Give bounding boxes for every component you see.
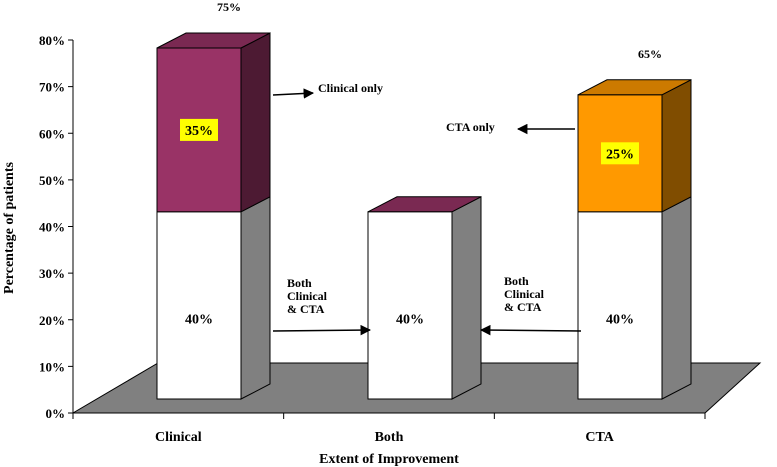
x-axis-ticks: Clinical Both CTA xyxy=(72,413,706,445)
y-tick-label: 30% xyxy=(39,266,65,281)
annotation-line: & CTA xyxy=(287,302,325,316)
bars: 40% 35% 75% 40% 40% 25% 65% xyxy=(156,0,692,400)
annotation-arrow xyxy=(479,324,582,336)
bar-segment-value-label: 40% xyxy=(606,313,634,328)
bar-segment-value-label: 25% xyxy=(606,147,634,162)
bar-total-label: 75% xyxy=(217,0,241,14)
bar-total-label: 65% xyxy=(638,47,662,61)
y-axis-title: Percentage of patients xyxy=(2,161,17,293)
annotation-line: CTA only xyxy=(446,120,495,134)
annotation-arrow xyxy=(272,324,372,336)
y-tick-label: 80% xyxy=(39,33,65,48)
x-category-label: CTA xyxy=(585,430,614,445)
annotation-arrow xyxy=(272,88,315,99)
bar-segment-front xyxy=(367,211,453,400)
x-category-label: Both xyxy=(375,430,404,445)
bar-both: 40% xyxy=(367,195,482,400)
label-highlight xyxy=(601,142,639,165)
y-axis-ticks: 0% 10% 20% 30% 40% 50% 60% 70% 80% xyxy=(39,33,73,421)
bar-segment-value-label: 40% xyxy=(396,313,424,328)
x-category-label: Clinical xyxy=(155,430,202,445)
bar-segment-side xyxy=(240,195,271,400)
annotation-line: Clinical only xyxy=(318,81,383,95)
annotation: Clinical only xyxy=(272,81,383,99)
bar-segment-side xyxy=(661,78,692,213)
annotation-line: & CTA xyxy=(504,300,542,314)
bar-segment-value-label: 40% xyxy=(185,313,213,328)
annotation-line: Clinical xyxy=(504,287,545,301)
y-tick-label: 70% xyxy=(39,80,65,95)
bar-top-face xyxy=(367,196,482,213)
bar-clinical: 40% 35% 75% xyxy=(156,0,271,400)
annotation: CTA only xyxy=(446,120,575,135)
bar-top-face xyxy=(577,79,692,96)
annotation-text: CTA only xyxy=(446,120,495,134)
bar-top-face xyxy=(156,32,271,49)
y-tick-label: 60% xyxy=(39,126,65,141)
y-tick-label: 10% xyxy=(39,359,65,374)
y-tick-label: 50% xyxy=(39,173,65,188)
annotation-line: Clinical xyxy=(287,289,328,303)
bar-segment-side xyxy=(240,32,271,213)
bar-segment-side xyxy=(661,195,692,400)
y-tick-label: 0% xyxy=(46,406,66,421)
bar-cta: 40% 25% 65% xyxy=(577,47,692,400)
bar-segment-side xyxy=(451,195,482,400)
annotation-line: Both xyxy=(504,274,529,288)
annotation-text: Clinical only xyxy=(318,81,383,95)
bar-segment-front xyxy=(577,211,663,400)
label-highlight xyxy=(180,118,218,141)
y-tick-label: 20% xyxy=(39,313,65,328)
annotation-line: Both xyxy=(287,276,312,290)
x-axis-title: Extent of Improvement xyxy=(319,452,459,467)
bar-segment-value-label: 35% xyxy=(185,124,213,139)
y-tick-label: 40% xyxy=(39,220,65,235)
bar-segment-front xyxy=(156,211,242,400)
